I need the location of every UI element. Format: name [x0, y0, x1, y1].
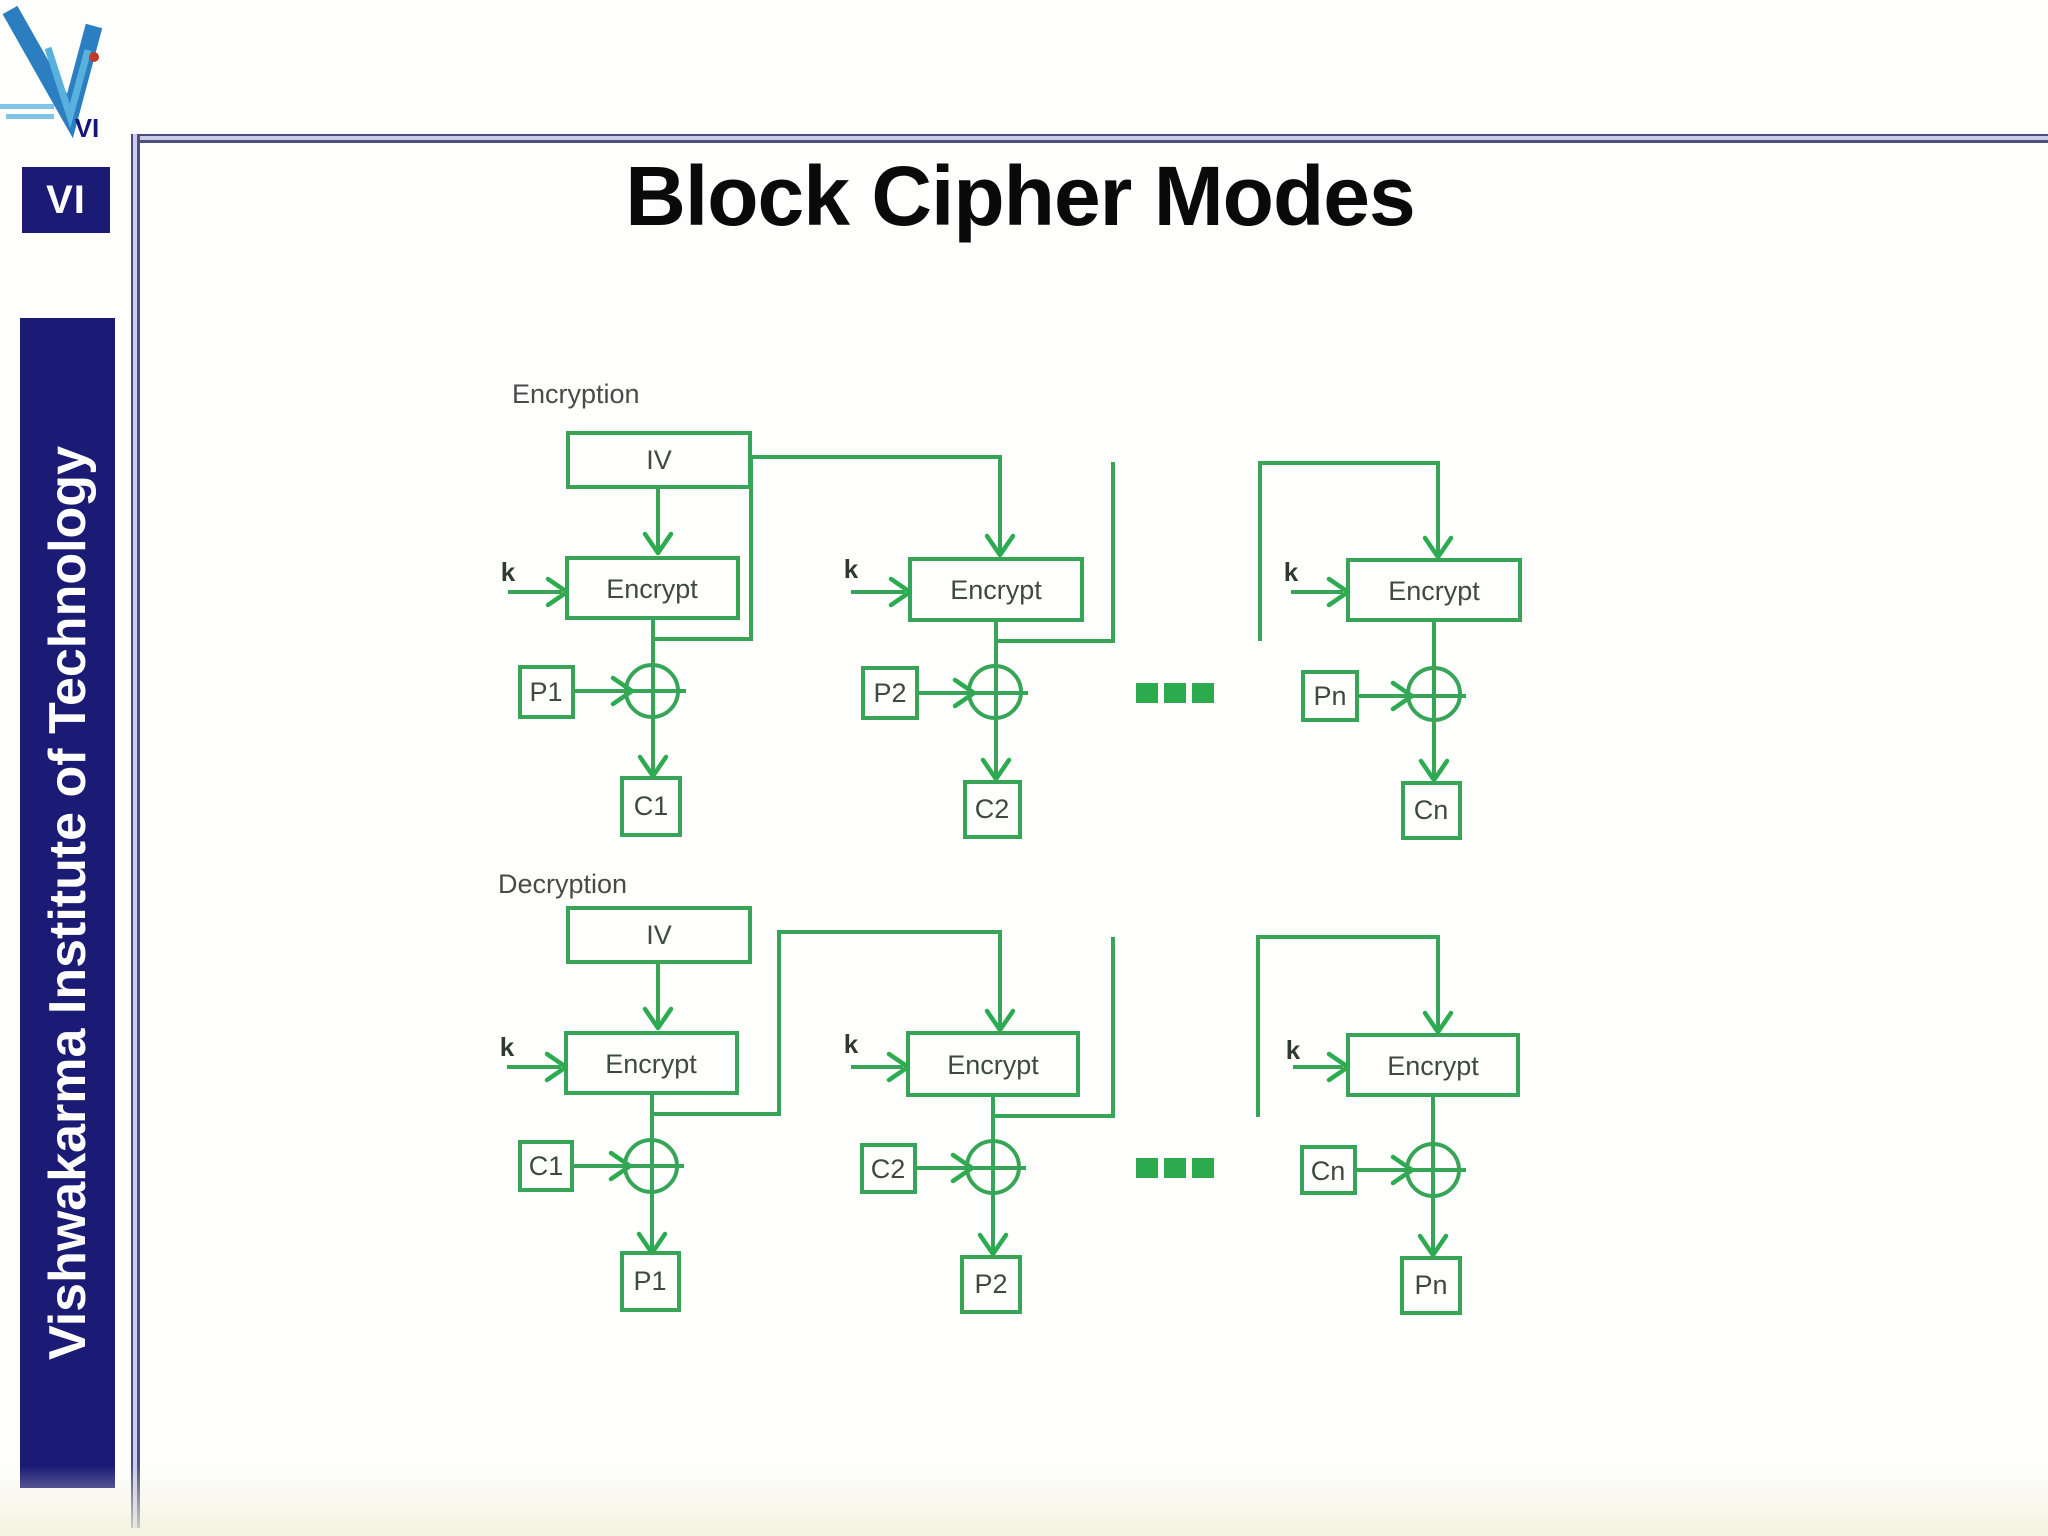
ellipsis-dot-icon [1164, 683, 1186, 703]
encrypt-label: Encrypt [1387, 1051, 1479, 1081]
xor-gate-icon [624, 663, 680, 719]
plaintext-label: Pn [1414, 1270, 1447, 1300]
encryption-stage-n: Encrypt k Pn Cn [1258, 461, 1522, 840]
feedback-line [1256, 935, 1454, 1117]
plaintext-box [620, 1251, 681, 1312]
encrypt-label: Encrypt [950, 575, 1042, 605]
key-label: k [844, 1029, 859, 1059]
encryption-stage-1: IV Encrypt k P1 C1 [501, 431, 1016, 837]
xor-gate-icon [1406, 666, 1462, 722]
xor-gate-icon [623, 1138, 679, 1194]
xor-gate-icon [967, 664, 1023, 720]
ellipsis-dot-icon [1192, 1158, 1214, 1178]
decryption-section-label: Decryption [498, 869, 627, 899]
encrypt-label: Encrypt [606, 574, 698, 604]
arrowhead-icon [984, 533, 1016, 558]
xor-gate-icon [1405, 1142, 1461, 1198]
encrypt-label: Encrypt [1388, 576, 1480, 606]
vi-badge: VI [22, 167, 110, 233]
logo-vi-text: VI [75, 113, 100, 143]
ciphertext-label: C2 [975, 794, 1010, 824]
feedback-line [993, 937, 1115, 1118]
ciphertext-label: Cn [1414, 795, 1449, 825]
encryption-section-label: Encryption [512, 379, 640, 409]
key-label: k [1286, 1035, 1301, 1065]
arrowhead-icon [886, 1051, 911, 1083]
institute-banner: Vishwakarma Institute of Technology [20, 318, 115, 1488]
slide-frame-top [131, 134, 2048, 143]
arrowhead-icon [977, 1232, 1009, 1257]
encrypt-label: Encrypt [605, 1049, 697, 1079]
encrypt-label: Encrypt [947, 1050, 1039, 1080]
ellipsis-dot-icon [1136, 683, 1158, 703]
key-label: k [500, 1032, 515, 1062]
arrowhead-icon [610, 675, 635, 707]
arrowhead-icon [608, 1150, 633, 1182]
feedback-line [1258, 461, 1454, 641]
plaintext-label: P1 [529, 677, 562, 707]
ellipsis-dot-icon [1164, 1158, 1186, 1178]
arrowhead-icon [1422, 1010, 1454, 1035]
encryption-stage-2: Encrypt k P2 C2 [844, 462, 1115, 839]
arrowhead-icon [980, 757, 1012, 782]
logo-line-2 [6, 114, 54, 119]
arrowhead-icon [1390, 680, 1415, 712]
arrowhead-icon [642, 531, 674, 556]
plaintext-label: P2 [873, 678, 906, 708]
ciphertext-box [620, 776, 682, 837]
decryption-stage-1: IV Encrypt k C1 P1 [500, 906, 1016, 1312]
ellipsis-dot-icon [1136, 1158, 1158, 1178]
arrowhead-icon [545, 576, 570, 608]
key-label: k [844, 554, 859, 584]
ciphertext-box [1401, 781, 1462, 840]
ciphertext-label: C1 [529, 1151, 564, 1181]
arrowhead-icon [1417, 1233, 1449, 1258]
logo-dot-icon [89, 52, 99, 62]
arrowhead-icon [952, 677, 977, 709]
page-title: Block Cipher Modes [625, 149, 1415, 243]
arrowhead-icon [1390, 1154, 1415, 1186]
arrowhead-icon [1326, 576, 1351, 608]
key-label: k [501, 557, 516, 587]
logo-line-1 [0, 104, 54, 109]
decryption-stage-2: Encrypt k C2 P2 [844, 937, 1115, 1314]
arrowhead-icon [950, 1152, 975, 1184]
arrowhead-icon [1326, 1051, 1351, 1083]
arrowhead-icon [544, 1051, 569, 1083]
key-label: k [1284, 557, 1299, 587]
plaintext-label: P1 [633, 1266, 666, 1296]
arrowhead-icon [1418, 758, 1450, 783]
logo-v-highlight-icon [44, 46, 92, 129]
feedback-line [653, 455, 1016, 641]
institute-logo: VI [0, 5, 103, 143]
feedback-line [652, 930, 1016, 1116]
ciphertext-label: Cn [1311, 1156, 1346, 1186]
vi-badge-text: VI [46, 177, 86, 222]
ciphertext-label: C2 [871, 1154, 906, 1184]
decryption-ellipsis [1136, 1158, 1214, 1178]
plaintext-label: Pn [1313, 681, 1346, 711]
plaintext-label: P2 [974, 1269, 1007, 1299]
iv-label: IV [646, 445, 672, 475]
slide-frame-left [131, 134, 140, 1528]
ellipsis-dot-icon [1192, 683, 1214, 703]
decryption-stage-n: Encrypt k Cn Pn [1256, 935, 1520, 1315]
arrowhead-icon [984, 1008, 1016, 1033]
ciphertext-label: C1 [634, 791, 669, 821]
encryption-ellipsis [1136, 683, 1214, 703]
iv-label: IV [646, 920, 672, 950]
ciphertext-box [963, 780, 1022, 839]
xor-gate-icon [965, 1139, 1021, 1195]
arrowhead-icon [888, 576, 913, 608]
arrowhead-icon [642, 1006, 674, 1031]
feedback-line [996, 462, 1115, 643]
plaintext-box [960, 1255, 1022, 1314]
plaintext-box [1400, 1256, 1462, 1315]
arrowhead-icon [1422, 535, 1454, 560]
